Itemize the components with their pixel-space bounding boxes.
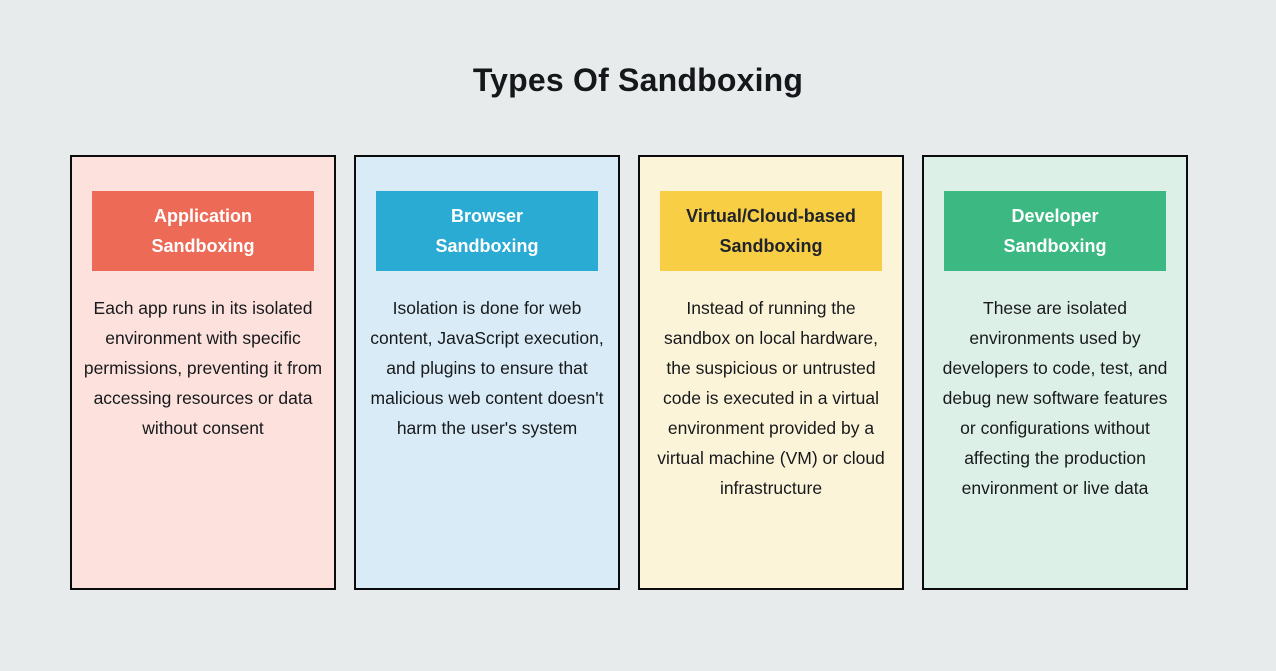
- card-description: Each app runs in its isolated environmen…: [83, 298, 323, 438]
- card-header-browser-sandboxing: Browser Sandboxing: [376, 191, 598, 271]
- card-header-developer-sandboxing: Developer Sandboxing: [944, 191, 1166, 271]
- card-description: Instead of running the sandbox on local …: [657, 298, 885, 498]
- card-header-application-sandboxing: Application Sandboxing: [92, 191, 314, 271]
- card-title: Developer Sandboxing: [1003, 206, 1107, 256]
- card-title: Virtual/Cloud-based Sandboxing: [686, 206, 856, 256]
- card-title: Browser Sandboxing: [435, 206, 539, 256]
- card-description: Isolation is done for web content, JavaS…: [370, 298, 604, 438]
- card-header-virtual-cloud-sandboxing: Virtual/Cloud-based Sandboxing: [660, 191, 882, 271]
- cards-row: Application Sandboxing Each app runs in …: [70, 155, 1188, 590]
- card-virtual-cloud-sandboxing: Virtual/Cloud-based Sandboxing Instead o…: [638, 155, 904, 590]
- card-description: These are isolated environments used by …: [942, 298, 1168, 498]
- card-application-sandboxing: Application Sandboxing Each app runs in …: [70, 155, 336, 590]
- card-title: Application Sandboxing: [151, 206, 255, 256]
- page-title: Types Of Sandboxing: [472, 62, 804, 98]
- card-browser-sandboxing: Browser Sandboxing Isolation is done for…: [354, 155, 620, 590]
- card-developer-sandboxing: Developer Sandboxing These are isolated …: [922, 155, 1188, 590]
